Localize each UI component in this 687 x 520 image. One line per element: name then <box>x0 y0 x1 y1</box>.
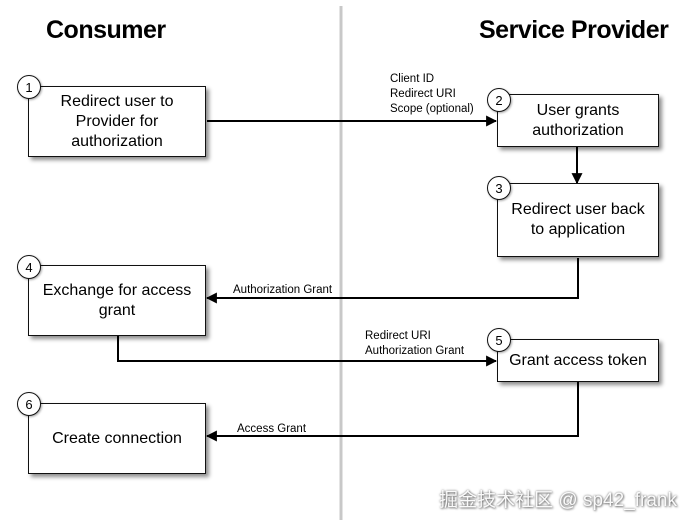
step-box-create-connection: Create connection <box>28 403 206 474</box>
service-provider-column-title: Service Provider <box>479 16 669 44</box>
step-number-badge: 3 <box>487 176 511 200</box>
step-label: Redirect user to Provider for authorizat… <box>60 92 174 150</box>
step-number-badge: 4 <box>17 255 41 279</box>
step-label: Create connection <box>52 429 182 447</box>
edge-label: Client ID <box>390 73 435 85</box>
edge-label: Access Grant <box>237 423 307 435</box>
step-label: Redirect user back to application <box>511 201 645 238</box>
step-number-badge: 1 <box>17 75 41 99</box>
step-box-redirect-user: Redirect user to Provider for authorizat… <box>28 86 206 157</box>
step-box-grant-token: Grant access token <box>497 339 659 382</box>
edge-label: Redirect URI <box>365 330 431 342</box>
consumer-column-title: Consumer <box>46 16 166 44</box>
step-box-exchange-grant: Exchange for access grant <box>28 265 206 336</box>
edge-label: Redirect URI <box>390 88 456 100</box>
watermark: 掘金技术社区 @ sp42_frank <box>439 490 677 511</box>
step-number-badge: 6 <box>17 392 41 416</box>
arrow-5-to-6 <box>205 382 579 442</box>
step-label: Grant access token <box>509 351 647 369</box>
edge-label: Authorization Grant <box>233 284 333 296</box>
step-box-user-grants: User grants authorization <box>497 94 659 147</box>
step-label: User grants authorization <box>532 101 624 139</box>
edge-label: Authorization Grant <box>365 345 465 357</box>
edge-label: Scope (optional) <box>390 103 474 115</box>
step-number-badge: 5 <box>487 328 511 352</box>
step-box-redirect-back: Redirect user back to application <box>497 183 659 257</box>
step-number-badge: 2 <box>487 88 511 112</box>
arrow-3-to-4 <box>205 258 579 304</box>
step-label: Exchange for access grant <box>42 281 192 319</box>
arrow-4-to-5 <box>117 335 498 367</box>
